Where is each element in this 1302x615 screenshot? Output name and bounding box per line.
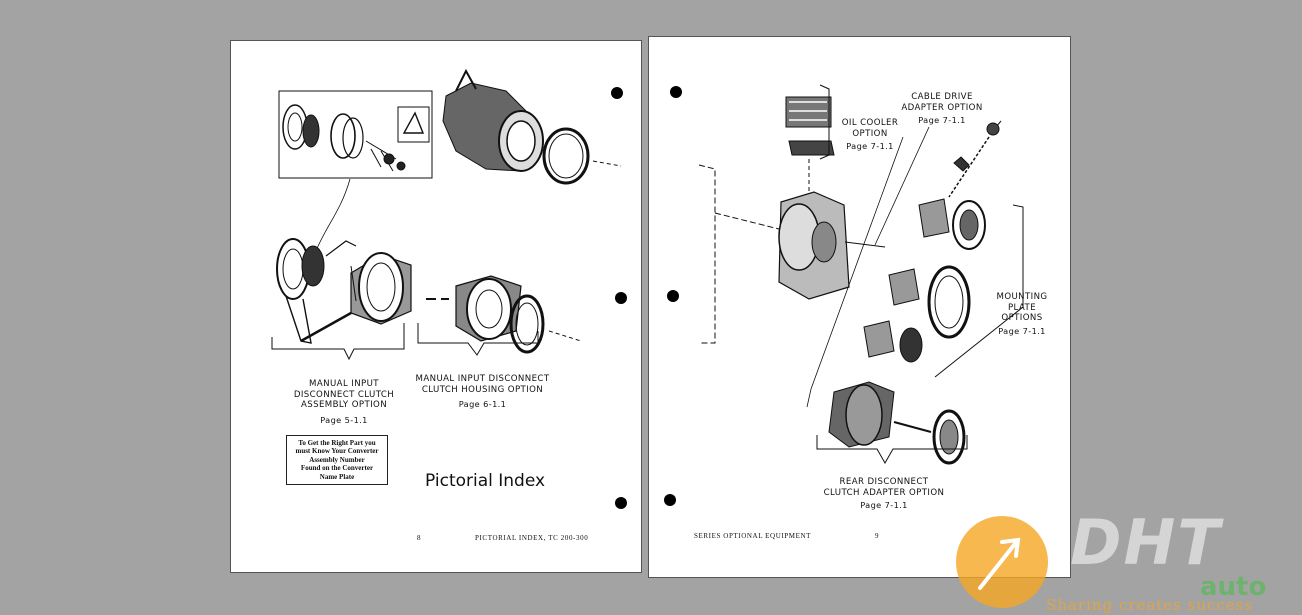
binder-hole	[670, 86, 682, 98]
binder-hole	[615, 497, 627, 509]
cable-drive-page-ref: Page 7-1.1	[918, 115, 966, 125]
notice-line4: Found on the Converter	[300, 464, 374, 473]
exploded-diagram-right	[698, 84, 1024, 465]
page-title: Pictorial Index	[425, 471, 546, 491]
exploded-diagram-left	[271, 68, 622, 361]
cable-drive-line2: ADAPTER OPTION	[901, 102, 983, 113]
mounting-plate-label: MOUNTING PLATE OPTIONS Page 7-1.1	[988, 292, 1056, 336]
oil-cooler-line2: OPTION	[852, 128, 888, 139]
clutch-assembly-line2: DISCONNECT CLUTCH	[293, 389, 395, 400]
right-page-number: 9	[875, 532, 880, 540]
rear-disconnect-label: REAR DISCONNECT CLUTCH ADAPTER OPTION Pa…	[819, 477, 949, 511]
clutch-housing-label: MANUAL INPUT DISCONNECT CLUTCH HOUSING O…	[411, 374, 554, 410]
oil-cooler-label: OIL COOLER OPTION Page 7-1.1	[835, 118, 905, 152]
clutch-housing-line2: CLUTCH HOUSING OPTION	[421, 384, 544, 395]
rear-disconnect-page-ref: Page 7-1.1	[860, 500, 908, 510]
cable-drive-line1: CABLE DRIVE	[911, 92, 973, 102]
clutch-assembly-label: MANUAL INPUT DISCONNECT CLUTCH ASSEMBLY …	[289, 379, 399, 425]
binder-hole	[664, 494, 676, 506]
oil-cooler-line1: OIL COOLER	[841, 118, 899, 128]
watermark-tagline: Sharing creates success	[1046, 596, 1254, 614]
mounting-plate-line3: OPTIONS	[1001, 313, 1043, 323]
watermark-logo-icon	[956, 516, 1048, 608]
binder-hole	[667, 290, 679, 302]
right-footer-text: SERIES OPTIONAL EQUIPMENT	[694, 532, 812, 540]
left-page-number: 8	[417, 534, 422, 542]
clutch-assembly-page-ref: Page 5-1.1	[320, 414, 368, 425]
rear-disconnect-line2: CLUTCH ADAPTER OPTION	[823, 487, 945, 498]
notice-line2: must Know Your Converter	[295, 447, 379, 456]
binder-hole	[611, 87, 623, 99]
notice-line5: Name Plate	[319, 472, 355, 481]
clutch-housing-page-ref: Page 6-1.1	[458, 399, 507, 409]
clutch-housing-line1: MANUAL INPUT DISCONNECT	[415, 374, 550, 384]
right-page: OIL COOLER OPTION Page 7-1.1 CABLE DRIVE…	[648, 36, 1071, 578]
oil-cooler-page-ref: Page 7-1.1	[846, 141, 894, 151]
part-number-notice: To Get the Right Part you must Know Your…	[286, 435, 388, 485]
notice-line1: To Get the Right Part you	[298, 439, 376, 447]
mounting-plate-line1: MOUNTING	[996, 292, 1048, 302]
clutch-assembly-line3: ASSEMBLY OPTION	[300, 400, 388, 410]
rear-disconnect-line1: REAR DISCONNECT	[839, 477, 929, 487]
binder-hole	[615, 292, 627, 304]
notice-line3: Assembly Number	[309, 455, 365, 464]
watermark-brand-text: auto	[1200, 572, 1267, 602]
site-watermark: DHT auto Sharing creates success	[950, 506, 1302, 615]
clutch-assembly-line1: MANUAL INPUT	[309, 379, 379, 389]
mounting-plate-page-ref: Page 7-1.1	[998, 325, 1046, 336]
mounting-plate-line2: PLATE	[1007, 302, 1037, 313]
watermark-logo-text: DHT	[1070, 506, 1222, 579]
cable-drive-label: CABLE DRIVE ADAPTER OPTION Page 7-1.1	[897, 92, 987, 126]
left-footer-text: PICTORIAL INDEX, TC 200-300	[475, 534, 589, 542]
left-page: MANUAL INPUT DISCONNECT CLUTCH ASSEMBLY …	[230, 40, 642, 573]
